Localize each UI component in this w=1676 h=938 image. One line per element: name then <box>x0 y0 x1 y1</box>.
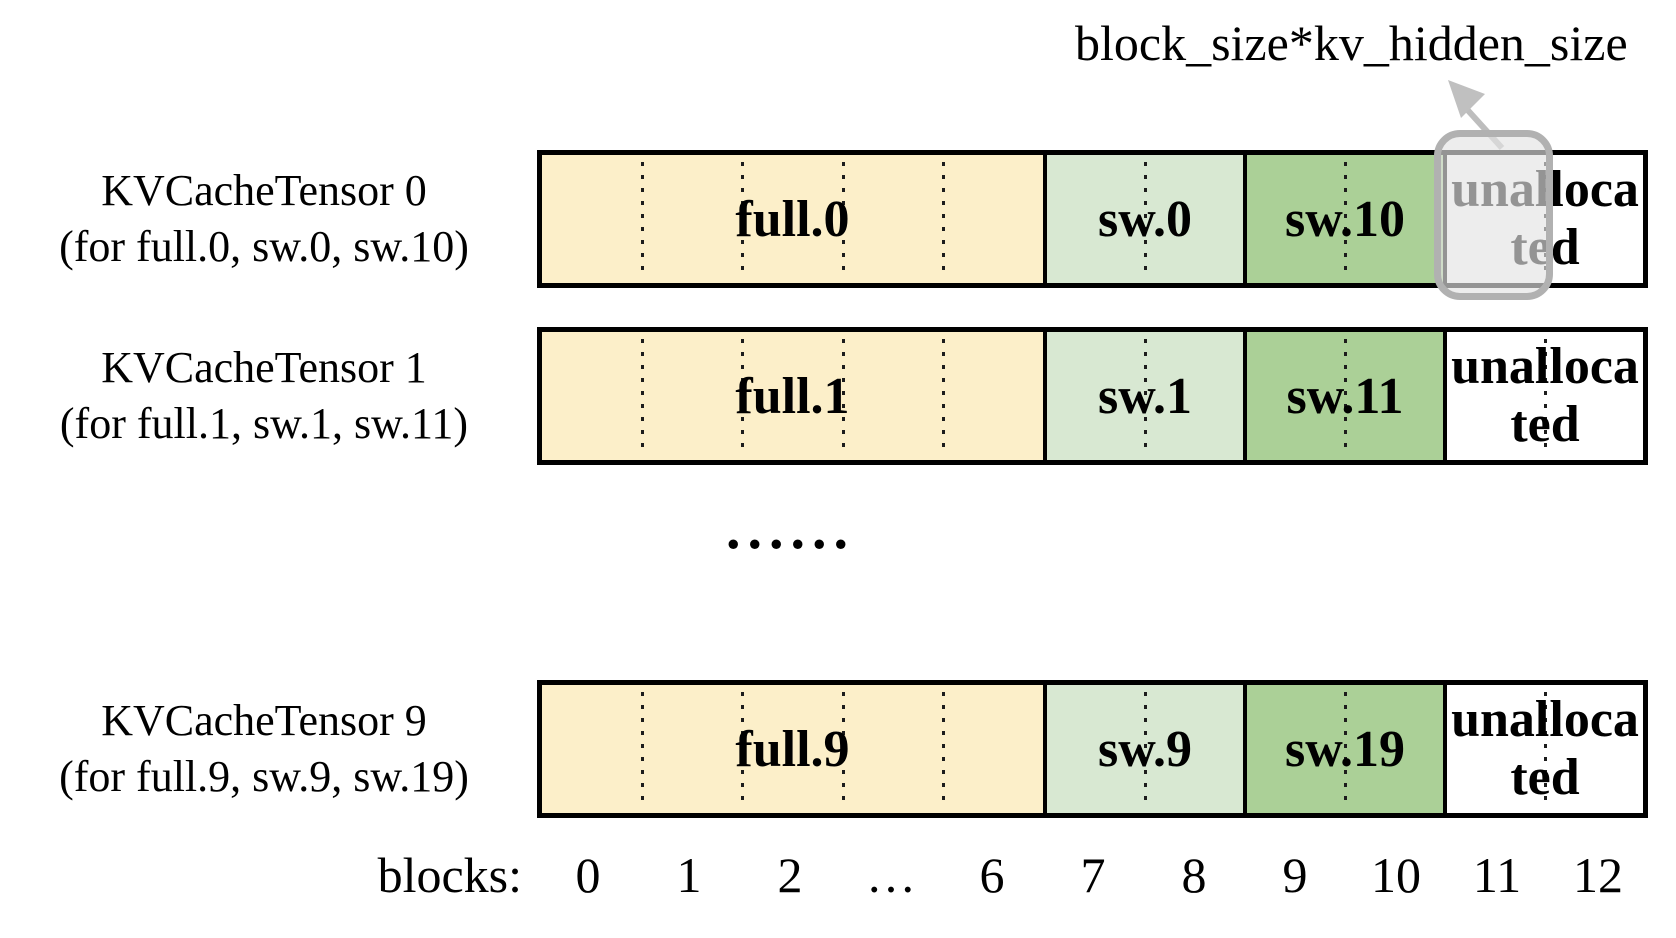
unallocated-segment: unalloca ted <box>1443 685 1643 813</box>
sw-segment-label: sw.1 <box>1098 367 1192 425</box>
rows-ellipsis: ...... <box>726 496 855 561</box>
full-blocks-segment: full.9 <box>542 685 1043 813</box>
sw2-blocks-segment: sw.10 <box>1243 155 1443 283</box>
block-index-tick: 8 <box>1181 847 1207 903</box>
tensor-row-1-bar: full.1 sw.1 sw.11 unalloca ted <box>537 327 1648 465</box>
block-index-tick: 0 <box>575 847 601 903</box>
sw-segment-label: sw.9 <box>1098 720 1192 778</box>
block-index-tick: 10 <box>1371 847 1421 903</box>
block-index-tick: 9 <box>1282 847 1308 903</box>
full-segment-label: full.1 <box>735 367 850 425</box>
tensor-row-9-label: KVCacheTensor 9 (for full.9, sw.9, sw.19… <box>18 680 510 818</box>
sw2-segment-label: sw.11 <box>1286 367 1404 425</box>
tensor-row-9-title: KVCacheTensor 9 <box>101 696 427 745</box>
full-segment-label: full.9 <box>735 720 850 778</box>
block-index-tick: 11 <box>1472 847 1522 903</box>
sw-blocks-segment: sw.9 <box>1043 685 1243 813</box>
tensor-row-1-title: KVCacheTensor 1 <box>101 343 427 392</box>
unallocated-segment: unalloca ted <box>1443 332 1643 460</box>
block-index-tick: 1 <box>676 847 702 903</box>
sw-blocks-segment: sw.0 <box>1043 155 1243 283</box>
highlighted-block-outline <box>1434 130 1553 300</box>
sw2-segment-label: sw.10 <box>1285 190 1405 248</box>
block-index-tick: 7 <box>1080 847 1106 903</box>
sw2-segment-label: sw.19 <box>1285 720 1405 778</box>
full-blocks-segment: full.0 <box>542 155 1043 283</box>
sw-segment-label: sw.0 <box>1098 190 1192 248</box>
blocks-axis: blocks: 0 1 2 … 6 7 8 9 10 11 12 <box>0 846 1676 916</box>
full-segment-label: full.0 <box>735 190 850 248</box>
block-size-annotation: block_size*kv_hidden_size <box>1075 15 1628 71</box>
tensor-row-9: KVCacheTensor 9 (for full.9, sw.9, sw.19… <box>0 680 1676 818</box>
tensor-row-9-subtitle: (for full.9, sw.9, sw.19) <box>59 752 469 801</box>
tensor-row-0: KVCacheTensor 0 (for full.0, sw.0, sw.10… <box>0 150 1676 288</box>
sw2-blocks-segment: sw.19 <box>1243 685 1443 813</box>
tensor-row-1-subtitle: (for full.1, sw.1, sw.11) <box>59 399 469 448</box>
unallocated-segment-label: unalloca ted <box>1451 691 1639 806</box>
tensor-row-0-subtitle: (for full.0, sw.0, sw.10) <box>59 222 469 271</box>
tensor-row-9-bar: full.9 sw.9 sw.19 unalloca ted <box>537 680 1648 818</box>
block-index-tick: … <box>866 847 916 903</box>
tensor-row-1: KVCacheTensor 1 (for full.1, sw.1, sw.11… <box>0 327 1676 465</box>
block-index-tick: 6 <box>979 847 1005 903</box>
tensor-row-1-label: KVCacheTensor 1 (for full.1, sw.1, sw.11… <box>18 327 510 465</box>
tensor-row-0-label: KVCacheTensor 0 (for full.0, sw.0, sw.10… <box>18 150 510 288</box>
sw-blocks-segment: sw.1 <box>1043 332 1243 460</box>
tensor-row-0-title: KVCacheTensor 0 <box>101 166 427 215</box>
unallocated-segment-label: unalloca ted <box>1451 338 1639 453</box>
sw2-blocks-segment: sw.11 <box>1243 332 1443 460</box>
block-index-tick: 2 <box>777 847 803 903</box>
full-blocks-segment: full.1 <box>542 332 1043 460</box>
blocks-axis-title: blocks: <box>377 847 522 903</box>
block-index-tick: 12 <box>1573 847 1623 903</box>
